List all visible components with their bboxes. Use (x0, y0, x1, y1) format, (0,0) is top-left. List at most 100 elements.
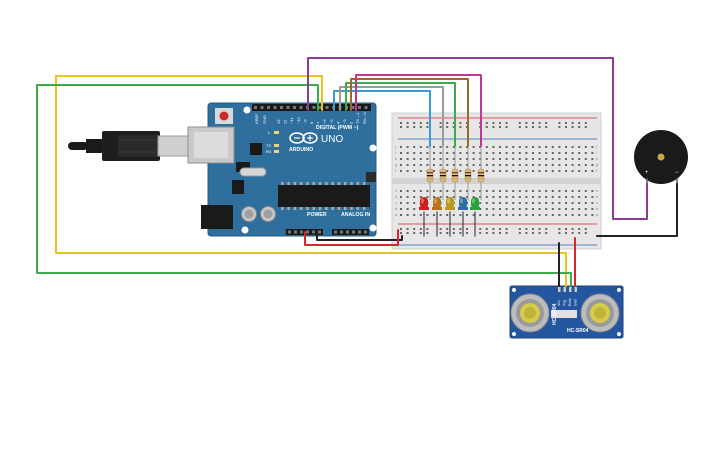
breadboard-hole (413, 208, 416, 210)
breadboard-hole (591, 214, 594, 216)
led (433, 197, 441, 209)
arduino-logo (289, 132, 318, 144)
breadboard-hole (446, 122, 449, 124)
breadboard-hole (426, 190, 429, 192)
breadboard-hole (406, 196, 409, 198)
breadboard-hole (466, 146, 468, 148)
breadboard-hole (505, 208, 508, 210)
wire-red-5v (304, 229, 399, 246)
breadboard-hole (505, 158, 508, 160)
breadboard-hole (538, 228, 541, 230)
breadboard-hole (565, 190, 567, 192)
row-letter: i (395, 150, 396, 155)
breadboard-hole (525, 228, 528, 230)
breadboard-hole (479, 190, 482, 192)
breadboard-hole (565, 196, 567, 198)
breadboard-hole (578, 190, 581, 192)
breadboard-hole (571, 152, 574, 154)
wire-green (36, 84, 572, 287)
breadboard-hole (446, 170, 449, 172)
breadboard-hole (439, 164, 442, 166)
breadboard-hole (545, 214, 548, 216)
breadboard-hole (485, 152, 488, 154)
breadboard-hole (472, 196, 475, 198)
breadboard-hole (571, 126, 574, 128)
breadboard-hole (499, 208, 501, 210)
breadboard-hole (545, 202, 548, 204)
sensor-pin (569, 287, 572, 292)
row-letter: a (596, 212, 599, 217)
breadboard-hole (578, 170, 581, 172)
breadboard-hole (459, 196, 462, 198)
breadboard-hole (452, 122, 455, 124)
breadboard-hole (433, 152, 435, 154)
breadboard-hole (426, 214, 429, 216)
breadboard-hole (400, 232, 402, 234)
breadboard-hole (485, 164, 488, 166)
breadboard-hole (499, 146, 501, 148)
breadboard-hole (499, 202, 501, 204)
breadboard-hole (485, 158, 488, 160)
breadboard-hole (558, 228, 561, 230)
breadboard-hole (413, 122, 416, 124)
row-letter: d (596, 194, 598, 199)
breadboard-hole (439, 158, 442, 160)
breadboard-hole (413, 164, 416, 166)
breadboard-hole (459, 122, 462, 124)
led (471, 197, 479, 209)
breadboard-hole (584, 196, 587, 198)
breadboard-hole (525, 164, 528, 166)
breadboard-hole (419, 146, 422, 148)
breadboard-hole (532, 232, 534, 234)
breadboard-hole (538, 146, 541, 148)
breadboard-hole (578, 152, 581, 154)
breadboard-hole (485, 232, 488, 234)
breadboard-hole (479, 146, 482, 148)
breadboard-hole (532, 126, 534, 128)
breadboard-hole (584, 208, 587, 210)
breadboard-hole (505, 126, 508, 128)
breadboard-hole (499, 170, 501, 172)
breadboard-hole (406, 208, 409, 210)
breadboard-hole (538, 196, 541, 198)
breadboard-hole (400, 214, 402, 216)
breadboard-hole (479, 208, 482, 210)
pin-label: TX→1 (355, 112, 360, 124)
breadboard-hole (545, 232, 548, 234)
breadboard-hole (565, 164, 567, 166)
breadboard-hole (439, 190, 442, 192)
breadboard-hole (492, 146, 495, 148)
breadboard-hole (525, 170, 528, 172)
breadboard-hole (571, 158, 574, 160)
header-pin (267, 106, 270, 109)
led (459, 197, 467, 209)
row-letter: a (395, 212, 398, 217)
breadboard-hole (505, 214, 508, 216)
breadboard-hole (538, 208, 541, 210)
pin-label: 4 (335, 121, 340, 124)
breadboard-hole (466, 190, 468, 192)
breadboard-hole (532, 122, 534, 124)
breadboard-hole (565, 152, 567, 154)
breadboard-hole (499, 122, 501, 124)
breadboard-hole (499, 152, 501, 154)
breadboard-hole (452, 152, 455, 154)
breadboard-hole (558, 152, 561, 154)
led (420, 197, 428, 209)
header-pin (325, 106, 329, 109)
breadboard-hole (525, 190, 528, 192)
breadboard-hole (433, 164, 435, 166)
breadboard-hole (400, 170, 402, 172)
wire-gray (339, 86, 444, 147)
breadboard-hole (551, 152, 554, 154)
power-label: POWER (307, 212, 327, 218)
breadboard-hole (584, 170, 587, 172)
breadboard-hole (545, 208, 548, 210)
breadboard-hole (446, 146, 449, 148)
led-array (419, 197, 480, 210)
breadboard-hole (518, 232, 521, 234)
breadboard-hole (558, 202, 561, 204)
breadboard-hole (565, 170, 567, 172)
